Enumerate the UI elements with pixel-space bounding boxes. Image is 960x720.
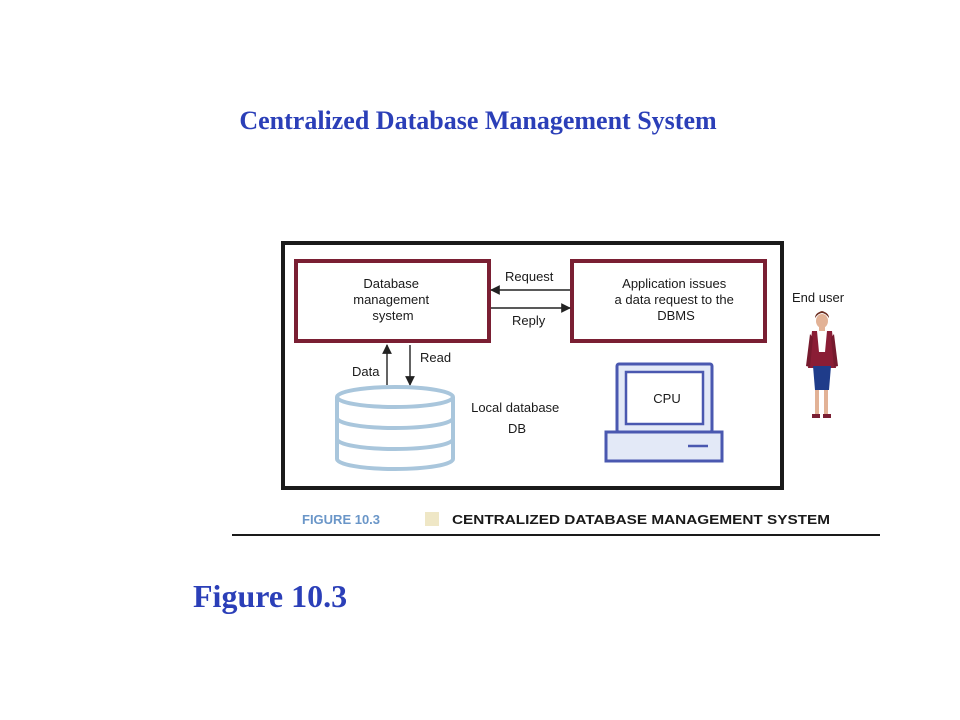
database-label-line: Local database bbox=[471, 400, 559, 415]
svg-text:Database management sy: Database management system bbox=[353, 276, 433, 323]
read-label: Read bbox=[420, 350, 451, 365]
dbms-label-line: system bbox=[372, 308, 413, 323]
end-user-icon bbox=[806, 311, 838, 418]
dbms-box bbox=[294, 259, 491, 343]
database-cylinder-icon bbox=[335, 385, 455, 471]
data-label: Data bbox=[352, 364, 380, 379]
reply-label: Reply bbox=[512, 313, 546, 328]
request-label: Request bbox=[505, 269, 554, 284]
svg-text:Application issues a data: Application issues a data request to the… bbox=[615, 276, 738, 323]
dbms-label-line: management bbox=[353, 292, 429, 307]
dbms-label-line: Database bbox=[363, 276, 419, 291]
caption-text: CENTRALIZED DATABASE MANAGEMENT SYSTEM bbox=[452, 512, 830, 527]
application-label-line: Application issues bbox=[622, 276, 727, 291]
application-box bbox=[570, 259, 767, 343]
svg-text:Local database DB: Local database DB bbox=[471, 400, 563, 436]
application-label-line: DBMS bbox=[657, 308, 695, 323]
slide-title: Centralized Database Management System bbox=[239, 106, 717, 135]
caption-number: FIGURE 10.3 bbox=[302, 512, 380, 527]
caption-square bbox=[425, 512, 439, 526]
figure-label: Figure 10.3 bbox=[193, 578, 348, 614]
cpu-label: CPU bbox=[653, 391, 680, 406]
application-label-line: a data request to the bbox=[615, 292, 734, 307]
database-label-line: DB bbox=[508, 421, 526, 436]
cpu-computer-icon bbox=[604, 362, 724, 463]
end-user-label: End user bbox=[792, 290, 845, 305]
